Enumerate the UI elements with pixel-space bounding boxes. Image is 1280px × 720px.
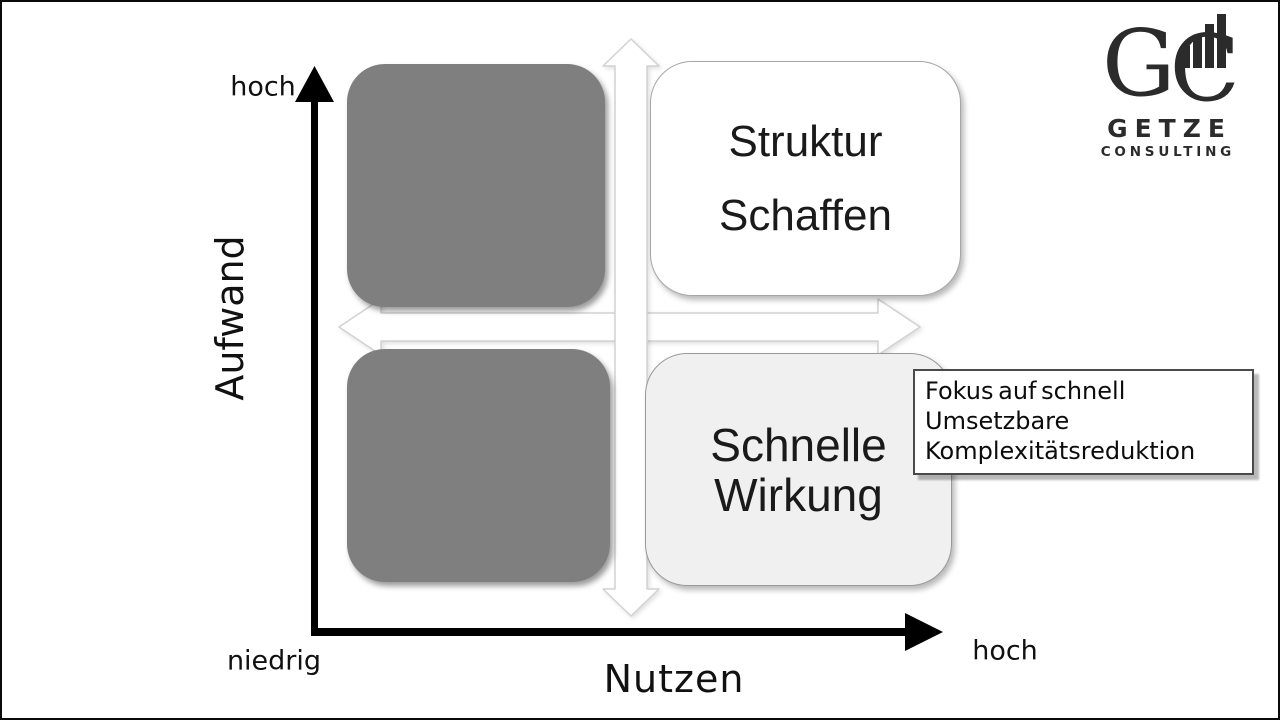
logo-tagline: CONSULTING [1100,144,1236,160]
callout-line: Fokus auf schnell [925,377,1126,405]
logo-monogram: G C [1090,10,1242,122]
y-axis-high-label: hoch [230,71,296,103]
y-axis-arrowhead-icon [295,66,334,102]
bar-chart-bar [1193,35,1202,68]
x-axis-arrowhead-icon [905,613,943,651]
quadrant-label-line: Struktur [728,116,883,166]
quadrant-top-left [347,64,605,307]
bar-chart-icon [1181,14,1226,68]
logo-company-name: GETZE [1107,114,1232,143]
x-axis-line [311,628,909,636]
x-axis-title: Nutzen [603,657,745,701]
focus-callout-box: Fokus auf schnell Umsetzbare Komplexität… [913,369,1254,475]
callout-line: Komplexitätsreduktion [925,437,1196,465]
x-axis-high-label: hoch [972,635,1038,667]
logo-letter-g: G [1102,10,1176,117]
y-axis-title: Aufwand [208,235,252,401]
callout-line: Umsetzbare [925,407,1070,435]
origin-low-label: niedrig [226,645,322,677]
quadrant-label-line: Schaffen [719,190,892,240]
logo-letter-c: C [1169,15,1240,122]
quadrant-label-line: Wirkung [714,468,883,521]
quadrant-label-line: Schnelle [710,418,887,471]
bar-chart-bar [1205,24,1214,68]
bar-chart-bar [1181,46,1190,68]
getze-consulting-logo: G C GETZE CONSULTING [1090,14,1242,160]
quadrant-struktur-schaffen: Struktur Schaffen [650,61,961,296]
quadrant-bottom-left [347,349,610,582]
y-axis-line [311,94,318,634]
quadrant-schnelle-wirkung: Schnelle Wirkung [645,353,952,586]
bar-chart-bar [1217,14,1226,68]
